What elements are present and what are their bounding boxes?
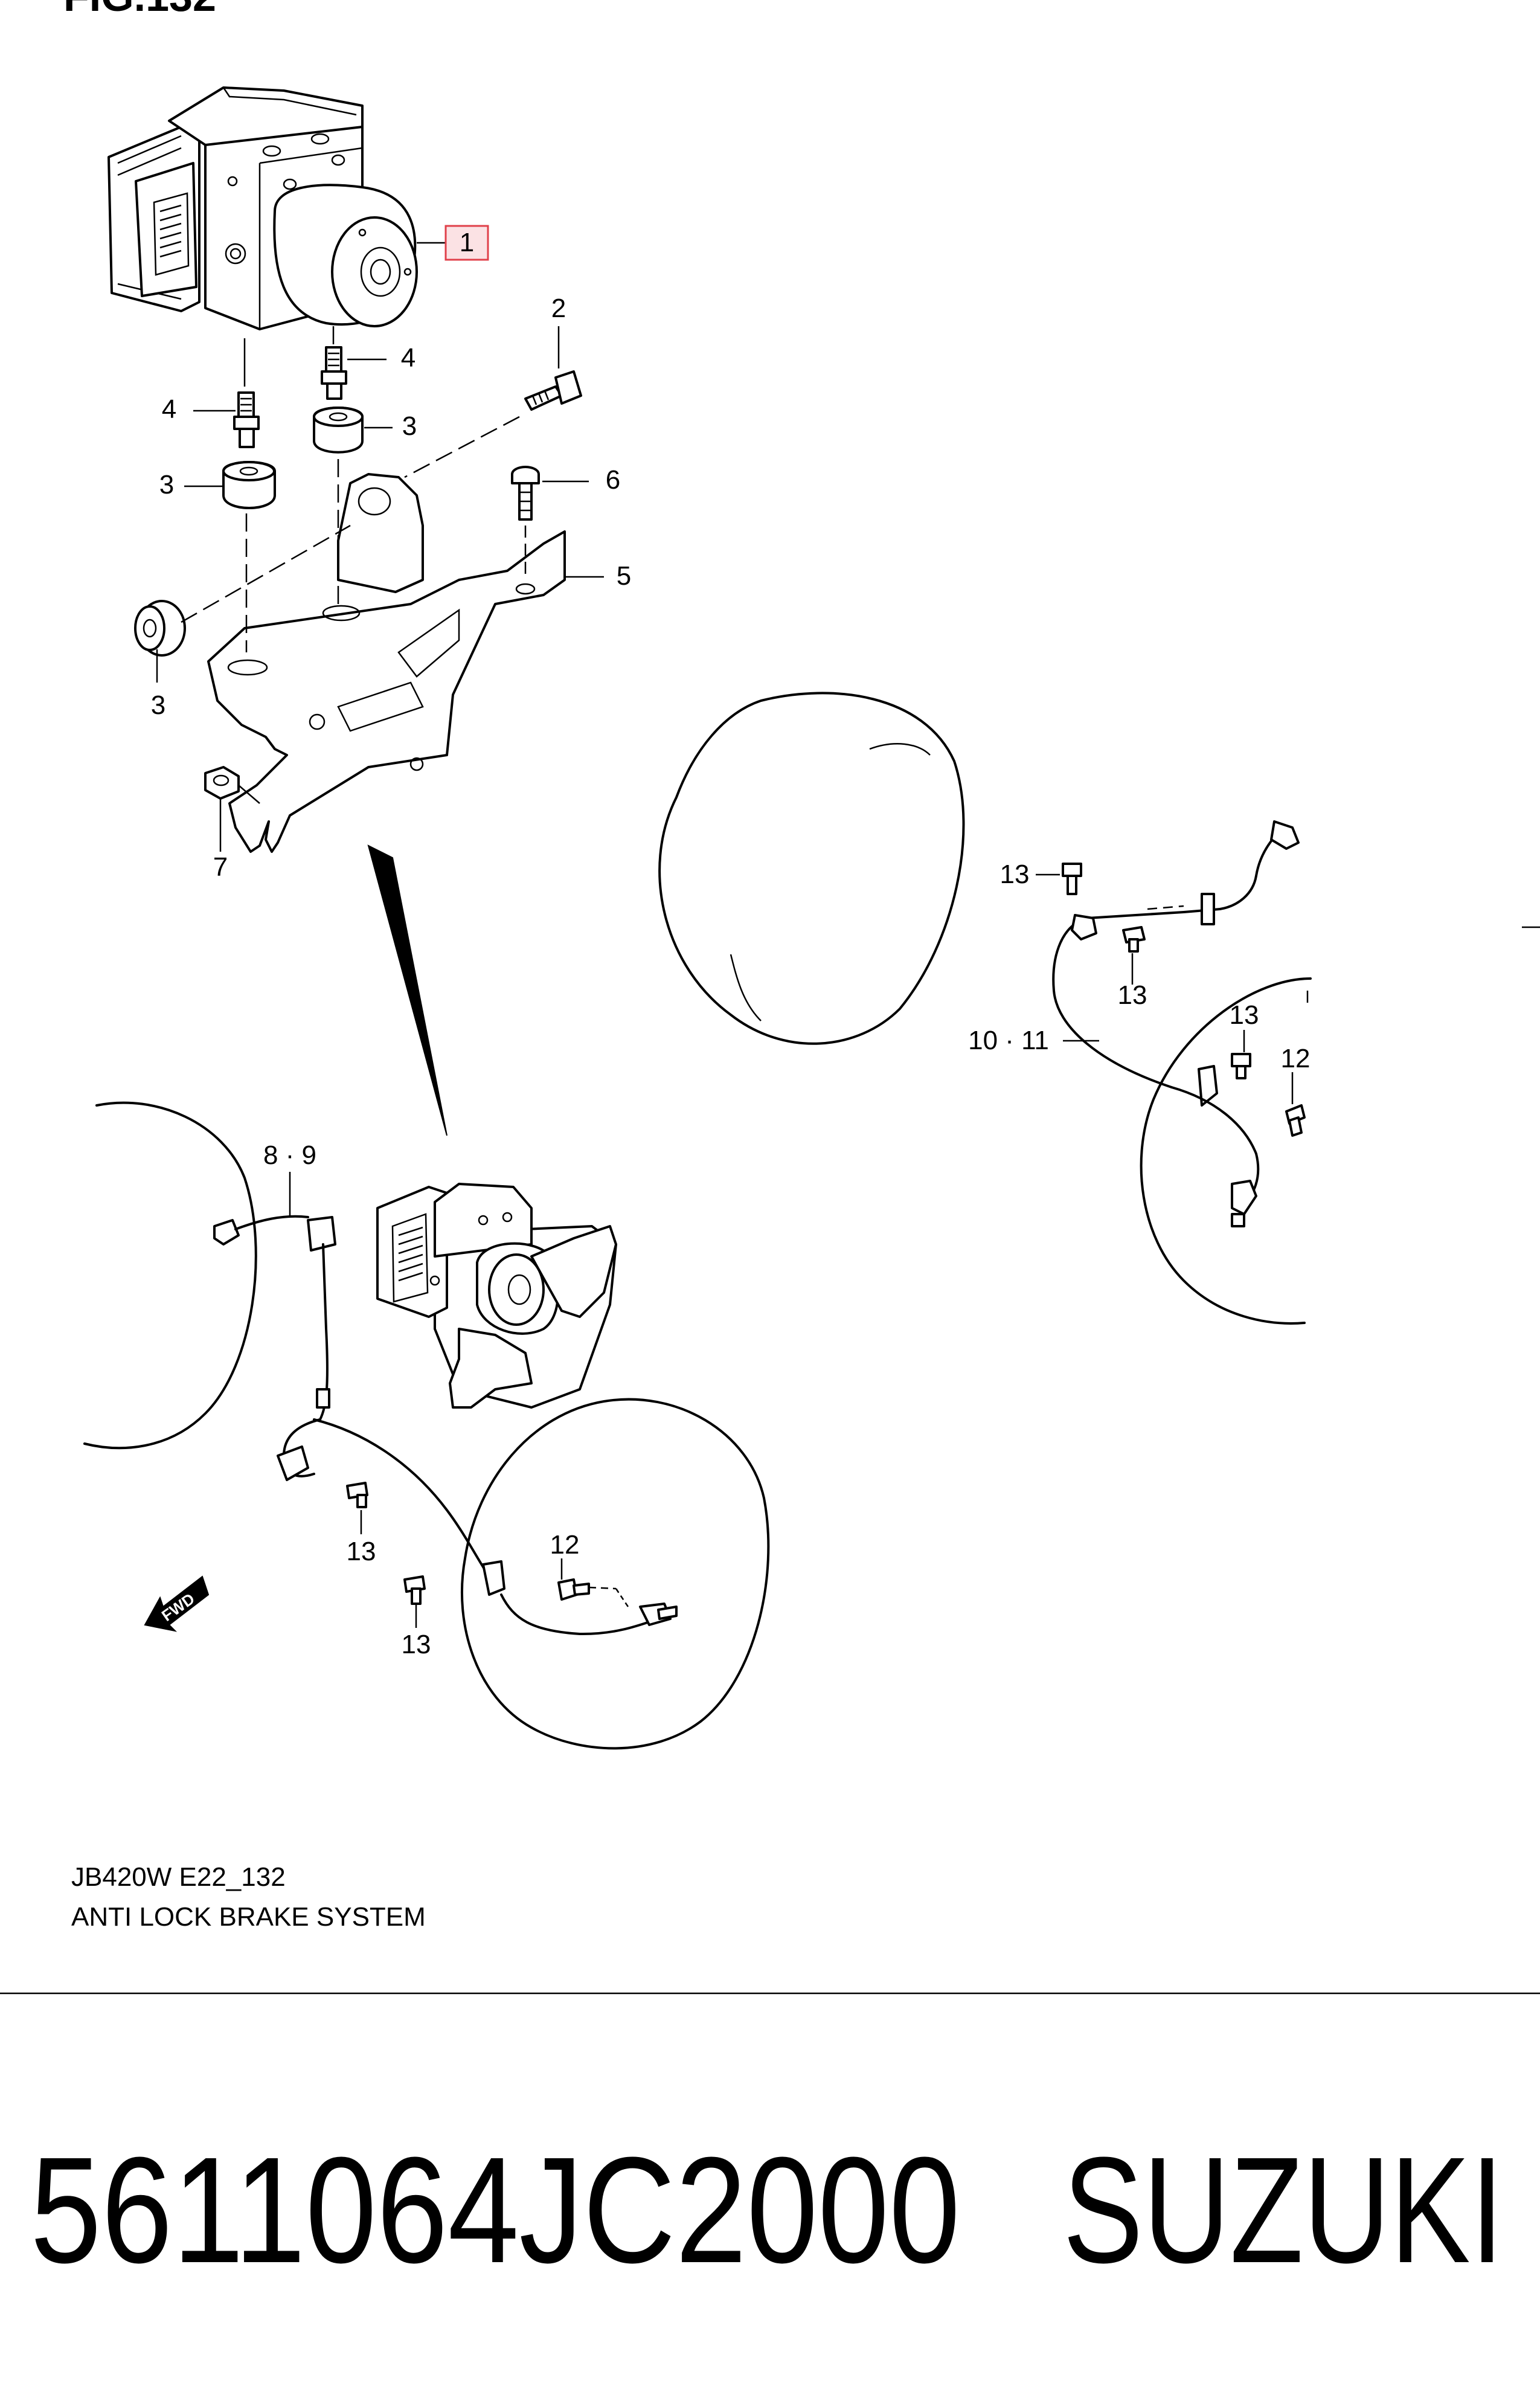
abs-modulator-unit bbox=[107, 86, 418, 330]
callout-8-9[interactable]: 8 · 9 bbox=[263, 1140, 316, 1170]
explode-guide-lines bbox=[181, 416, 527, 804]
callout-2[interactable]: 2 bbox=[551, 294, 566, 323]
sensor-harness-front bbox=[1052, 820, 1306, 1227]
tire-rear-left bbox=[460, 1398, 770, 1750]
callout-3-left[interactable]: 3 bbox=[159, 470, 174, 500]
callout-13-front-c[interactable]: 13 bbox=[1230, 1000, 1259, 1030]
abs-unit-assembled bbox=[376, 1183, 617, 1409]
callout-7[interactable]: 7 bbox=[213, 852, 228, 882]
callout-13-rear-b[interactable]: 13 bbox=[402, 1630, 431, 1659]
part-number: 5611064JC2000 bbox=[30, 2126, 960, 2294]
bracket-5 bbox=[207, 473, 566, 853]
callout-4-right[interactable]: 4 bbox=[401, 343, 415, 373]
grommet-3-lower bbox=[134, 600, 186, 657]
callout-1-highlighted[interactable]: 1 bbox=[417, 225, 489, 261]
diagram-name: ANTI LOCK BRAKE SYSTEM bbox=[71, 1902, 426, 1932]
callout-13-front-a[interactable]: 13 bbox=[1000, 860, 1030, 889]
front-leader-lines bbox=[1036, 873, 1294, 1104]
diagram-code: JB420W E22_132 bbox=[71, 1862, 286, 1892]
upper-leader-lines bbox=[156, 326, 604, 852]
callout-13-rear-a[interactable]: 13 bbox=[347, 1537, 376, 1566]
callout-1-label: 1 bbox=[460, 228, 474, 257]
nut-7 bbox=[204, 766, 240, 800]
stud-bolt-4-left bbox=[233, 338, 260, 448]
callout-10-11[interactable]: 10 · 11 bbox=[968, 1026, 1049, 1055]
bolt-2 bbox=[524, 370, 582, 411]
rear-leader-lines bbox=[289, 1172, 563, 1628]
callout-labels: 2 4 4 3 3 6 5 3 7 13 13 10 · 11 13 12 8 … bbox=[151, 294, 1311, 1659]
fwd-direction-arrow: FWD bbox=[144, 1575, 210, 1632]
callout-4-left[interactable]: 4 bbox=[162, 394, 176, 424]
grommet-3-left bbox=[222, 461, 276, 509]
callout-3-right[interactable]: 3 bbox=[402, 411, 417, 441]
grommet-3-right bbox=[313, 407, 364, 454]
pointer-wedge bbox=[367, 844, 448, 1136]
stud-bolt-4-right bbox=[321, 326, 347, 400]
tire-front-left bbox=[83, 1101, 257, 1450]
callout-12-rear[interactable]: 12 bbox=[550, 1530, 580, 1560]
callout-13-front-b[interactable]: 13 bbox=[1118, 980, 1147, 1010]
figure-title: FIG.132 bbox=[63, 0, 216, 20]
callout-6[interactable]: 6 bbox=[606, 465, 620, 495]
callout-5[interactable]: 5 bbox=[617, 561, 631, 591]
callout-3-lower[interactable]: 3 bbox=[151, 690, 165, 720]
tire-front-right bbox=[1140, 977, 1312, 1325]
bolt-6 bbox=[511, 466, 540, 521]
callout-12-front[interactable]: 12 bbox=[1281, 1044, 1311, 1073]
sensor-harness-rear bbox=[213, 1215, 678, 1636]
brand-name: SUZUKI bbox=[1063, 2126, 1504, 2294]
tire-rear-right bbox=[658, 692, 965, 1045]
